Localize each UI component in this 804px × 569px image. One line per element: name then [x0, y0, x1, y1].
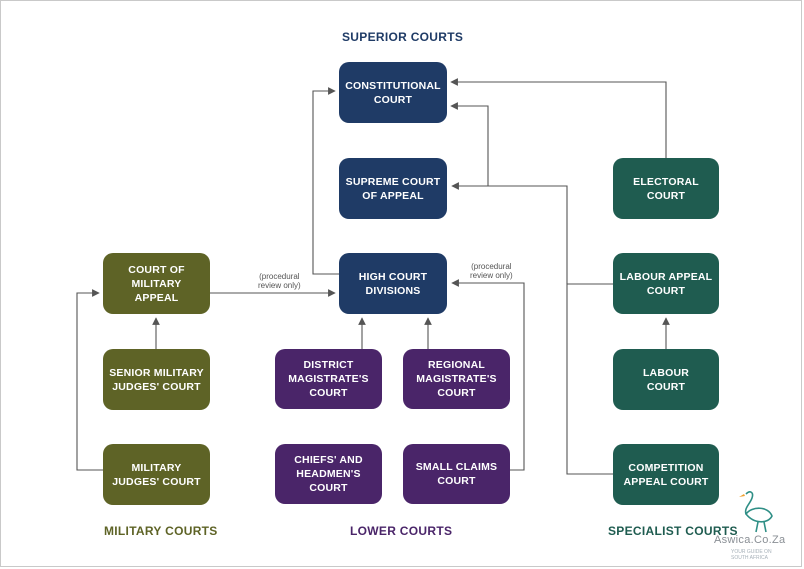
court-supreme-appeal: SUPREME COURT OF APPEAL — [339, 158, 447, 219]
court-district-magistrate: DISTRICT MAGISTRATE'S COURT — [275, 349, 382, 409]
line-competition-to-spine — [566, 283, 613, 475]
court-regional-magistrate: REGIONAL MAGISTRATE'S COURT — [403, 349, 510, 409]
watermark-name: Aswica.Co.Za — [714, 534, 786, 546]
court-constitutional: CONSTITUTIONAL COURT — [339, 62, 447, 123]
arrow-high-to-constitutional — [312, 87, 339, 275]
watermark-tagline: YOUR GUIDE ON SOUTH AFRICA — [731, 549, 772, 561]
court-high-divisions: HIGH COURT DIVISIONS — [339, 253, 447, 314]
arrow-electoral-to-constitutional — [450, 78, 667, 158]
court-labour: LABOUR COURT — [613, 349, 719, 410]
court-electoral: ELECTORAL COURT — [613, 158, 719, 219]
court-labour-appeal: LABOUR APPEAL COURT — [613, 253, 719, 314]
watermark-bird-icon — [739, 491, 773, 533]
court-military-judges: MILITARY JUDGES' COURT — [103, 444, 210, 505]
arrow-military-judges-to-military-appeal — [76, 289, 103, 471]
court-competition-appeal: COMPETITION APPEAL COURT — [613, 444, 719, 505]
heading-military-courts: MILITARY COURTS — [104, 524, 218, 538]
arrow-labour-appeal-to-constitutional — [450, 102, 568, 284]
heading-specialist-courts: SPECIALIST COURTS — [608, 524, 738, 538]
arrow-small-claims-to-high — [451, 279, 525, 471]
heading-superior-courts: SUPERIOR COURTS — [342, 30, 464, 44]
note-procedural-review-left: (procedural review only) — [258, 272, 301, 290]
court-chiefs-headmen: CHIEFS' AND HEADMEN'S COURT — [275, 444, 382, 504]
court-senior-military-judges: SENIOR MILITARY JUDGES' COURT — [103, 349, 210, 410]
court-military-appeal: COURT OF MILITARY APPEAL — [103, 253, 210, 314]
heading-lower-courts: LOWER COURTS — [350, 524, 453, 538]
note-procedural-review-right: (procedural review only) — [470, 262, 513, 280]
court-small-claims: SMALL CLAIMS COURT — [403, 444, 510, 504]
